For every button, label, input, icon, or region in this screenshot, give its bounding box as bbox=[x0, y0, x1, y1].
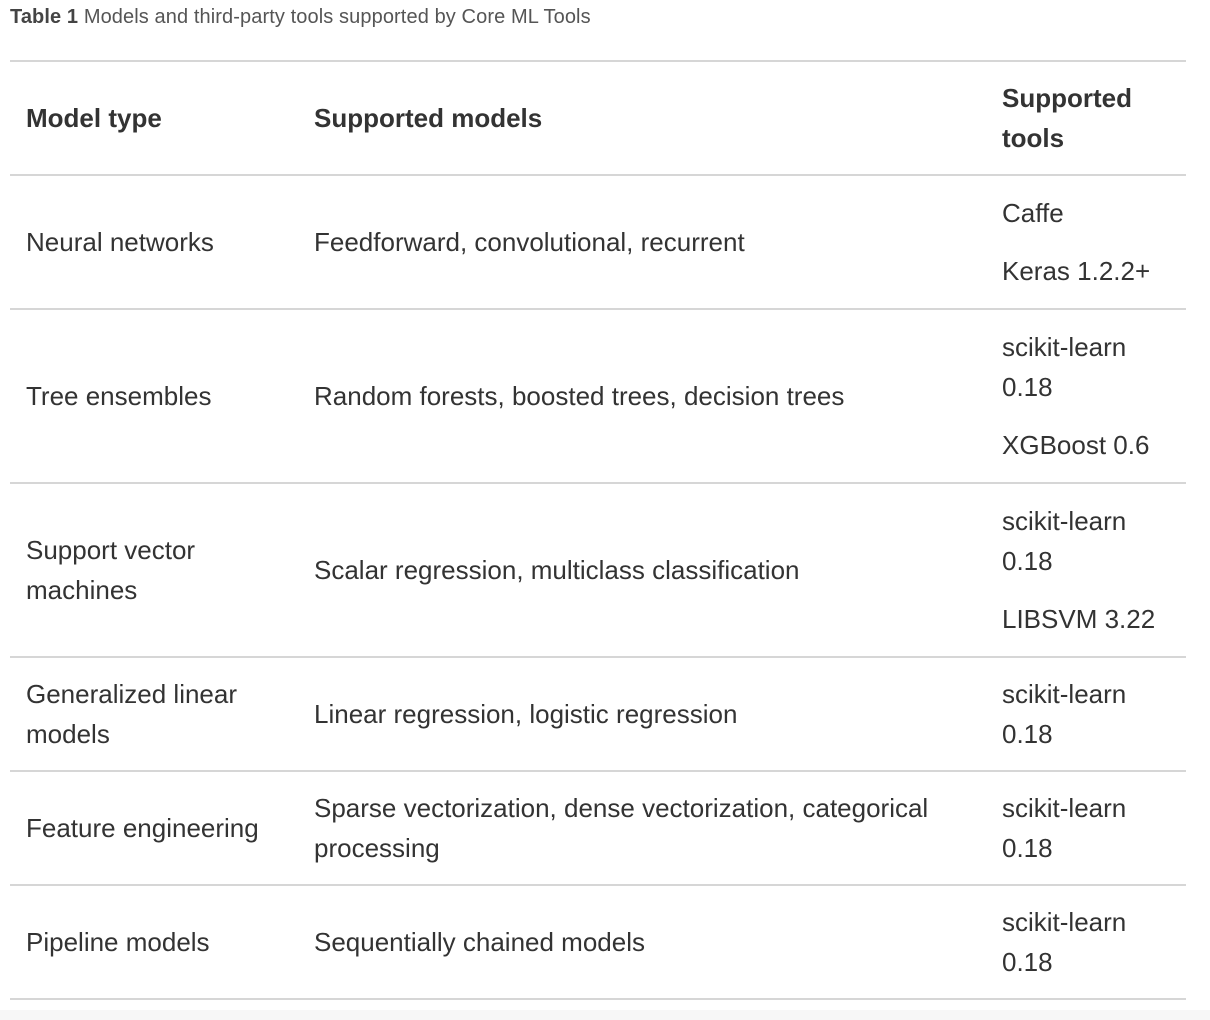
caption-text: Models and third-party tools supported b… bbox=[83, 6, 591, 28]
cell-model-type: Pipeline models bbox=[10, 884, 298, 1000]
table-row: Generalized linear models Linear regress… bbox=[10, 656, 1186, 771]
cell-supported-models: Sequentially chained models bbox=[298, 884, 986, 1000]
header-model-type: Model type bbox=[10, 60, 298, 176]
cell-supported-models: Linear regression, logistic regression bbox=[298, 656, 986, 771]
table-caption: Table 1 Models and third-party tools sup… bbox=[10, 4, 591, 30]
cell-supported-tools: scikit-learn 0.18 bbox=[986, 770, 1186, 885]
tool-item: scikit-learn 0.18 bbox=[1002, 907, 1127, 977]
table-row: Neural networks Feedforward, convolution… bbox=[10, 174, 1186, 309]
cell-model-type: Feature engineering bbox=[10, 770, 298, 885]
cell-model-type: Tree ensembles bbox=[10, 308, 298, 483]
caption-label: Table 1 bbox=[10, 6, 79, 28]
tool-item: Caffe bbox=[1002, 198, 1064, 228]
table-container: Model type Supported models Supported to… bbox=[10, 60, 1186, 1000]
page-footer-band bbox=[0, 1010, 1210, 1020]
tool-item: XGBoost 0.6 bbox=[1002, 430, 1150, 460]
cell-supported-models: Sparse vectorization, dense vectorizatio… bbox=[298, 770, 986, 885]
table-body: Neural networks Feedforward, convolution… bbox=[10, 174, 1186, 1000]
tool-item: scikit-learn 0.18 bbox=[1002, 679, 1127, 749]
tool-item: scikit-learn 0.18 bbox=[1002, 793, 1127, 863]
tool-item: scikit-learn 0.18 bbox=[1002, 506, 1127, 576]
tool-item: Keras 1.2.2+ bbox=[1002, 256, 1151, 286]
cell-supported-tools: Caffe Keras 1.2.2+ bbox=[986, 174, 1186, 309]
tool-item: LIBSVM 3.22 bbox=[1002, 604, 1156, 634]
cell-model-type: Generalized linear models bbox=[10, 656, 298, 771]
table-row: Pipeline models Sequentially chained mod… bbox=[10, 884, 1186, 1000]
table-row: Support vector machines Scalar regressio… bbox=[10, 482, 1186, 657]
tool-item: scikit-learn 0.18 bbox=[1002, 332, 1127, 402]
models-table: Model type Supported models Supported to… bbox=[10, 60, 1186, 1000]
table-row: Feature engineering Sparse vectorization… bbox=[10, 770, 1186, 885]
cell-supported-tools: scikit-learn 0.18 LIBSVM 3.22 bbox=[986, 482, 1186, 657]
cell-supported-models: Scalar regression, multiclass classifica… bbox=[298, 482, 986, 657]
header-row: Model type Supported models Supported to… bbox=[10, 60, 1186, 176]
cell-supported-models: Feedforward, convolutional, recurrent bbox=[298, 174, 986, 309]
cell-supported-tools: scikit-learn 0.18 XGBoost 0.6 bbox=[986, 308, 1186, 483]
cell-model-type: Support vector machines bbox=[10, 482, 298, 657]
header-supported-tools: Supported tools bbox=[986, 60, 1186, 176]
header-supported-models: Supported models bbox=[298, 60, 986, 176]
cell-supported-models: Random forests, boosted trees, decision … bbox=[298, 308, 986, 483]
table-header: Model type Supported models Supported to… bbox=[10, 60, 1186, 176]
cell-supported-tools: scikit-learn 0.18 bbox=[986, 884, 1186, 1000]
table-row: Tree ensembles Random forests, boosted t… bbox=[10, 308, 1186, 483]
cell-model-type: Neural networks bbox=[10, 174, 298, 309]
cell-supported-tools: scikit-learn 0.18 bbox=[986, 656, 1186, 771]
